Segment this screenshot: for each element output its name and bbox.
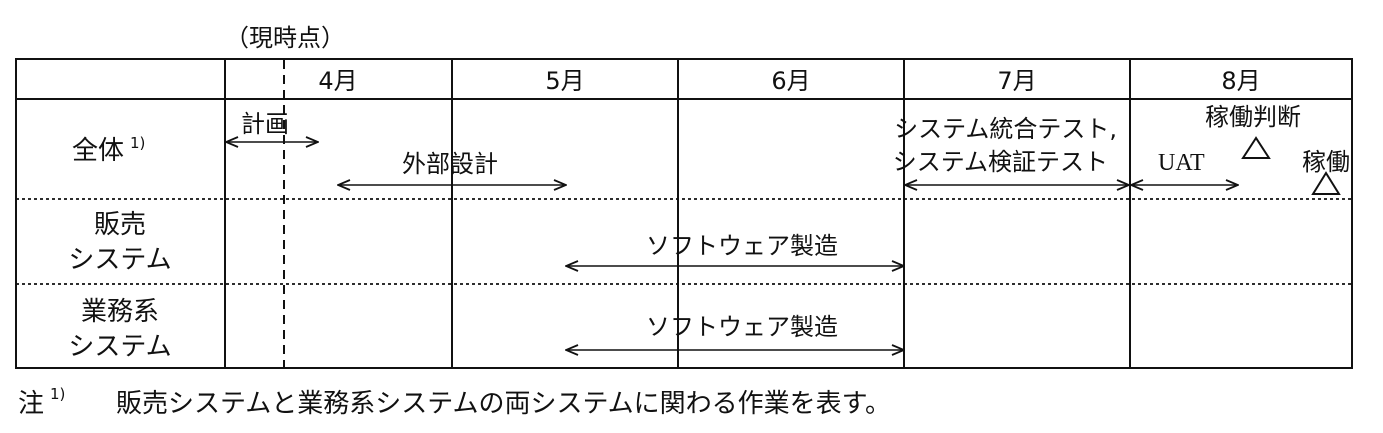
row-label-sales-line1: 販売: [94, 210, 146, 240]
current-marker-label: （現時点）: [225, 24, 345, 52]
task-external-design-label: 外部設計: [402, 150, 498, 178]
row-label-overall-note-mark: 1): [130, 134, 145, 152]
footnote-text: 販売システムと業務系システムの両システムに関わる作業を表す。: [116, 389, 891, 419]
month-label-4: 4月: [318, 67, 357, 95]
month-label-7: 7月: [997, 67, 1036, 95]
task-system-test-label-line2: システム検証テスト: [893, 148, 1108, 176]
month-label-5: 5月: [545, 67, 584, 95]
task-plan-label: 計画: [241, 110, 289, 138]
task-system-test-label-line1: システム統合テスト,: [894, 115, 1117, 143]
row-label-business-line1: 業務系: [81, 297, 159, 327]
milestone-go-decision-triangle-icon: [1241, 136, 1271, 159]
footnote-mark: 1): [50, 385, 65, 403]
row-label-sales-line2: システム: [68, 245, 171, 275]
milestone-go-live-triangle-icon: [1311, 171, 1341, 195]
task-sales-build-label: ソフトウェア製造: [646, 232, 838, 260]
table-frame: [15, 58, 1353, 369]
milestone-go-decision-label: 稼働判断: [1205, 103, 1301, 131]
task-uat-label: UAT: [1158, 150, 1205, 176]
row-label-business-line2: システム: [68, 332, 171, 362]
task-business-build-label: ソフトウェア製造: [646, 313, 838, 341]
month-label-6: 6月: [771, 67, 810, 95]
month-label-8: 8月: [1221, 67, 1260, 95]
footnote-prefix: 注: [18, 389, 44, 419]
row-label-overall: 全体: [72, 136, 124, 166]
